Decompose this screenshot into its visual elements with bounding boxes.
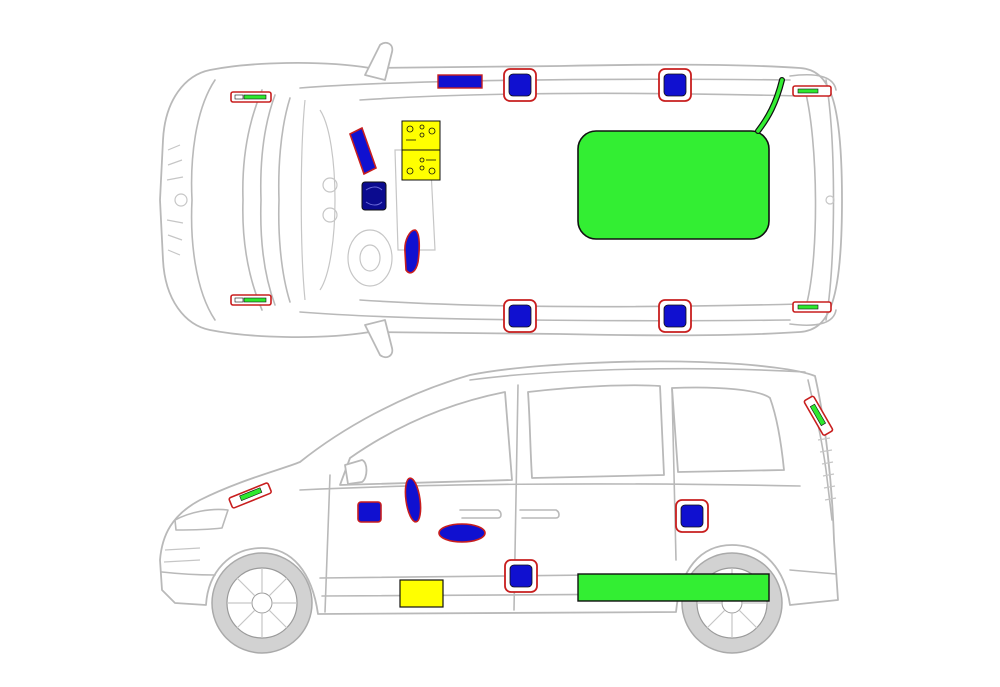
- top-dashboard: [300, 99, 306, 301]
- battery-pack: [577, 573, 770, 602]
- top-view-components: [230, 68, 832, 333]
- top-vent-1: [322, 177, 338, 193]
- sliding-door-handle: [519, 509, 560, 519]
- side-body-outline: [159, 360, 839, 615]
- sliding-door-rear: [671, 387, 677, 561]
- rear-quarter-window: [671, 386, 785, 473]
- front-grille-side: [163, 547, 201, 563]
- belt-line: [299, 483, 801, 491]
- front-door-line: [324, 474, 331, 613]
- door-airbag-sensor: [357, 501, 382, 523]
- top-hood-line: [190, 79, 216, 321]
- seatbelt-pretensioner: [792, 85, 832, 97]
- curtain-airbag-inflator: [503, 299, 537, 333]
- front-door-handle: [459, 509, 502, 519]
- top-windshield: [242, 89, 263, 311]
- seatbelt-pretensioner: [792, 301, 832, 313]
- rear-light-lines: [817, 437, 837, 501]
- top-badge: [174, 193, 188, 207]
- rear-bumper: [789, 569, 837, 575]
- curtain-airbag-inflator: [503, 68, 537, 102]
- top-rear-handle: [825, 195, 835, 205]
- curtain-airbag-inflator: [504, 559, 538, 593]
- rear-wheel: [681, 552, 783, 654]
- top-grille: [166, 144, 184, 256]
- seatbelt-pretensioner: [228, 482, 272, 509]
- curtain-airbag-strip: [437, 74, 483, 89]
- top-dash-curve: [319, 109, 336, 291]
- headlight: [174, 508, 229, 531]
- top-vent-2: [322, 207, 338, 223]
- side-mirror: [344, 459, 368, 485]
- sliding-door-window: [527, 384, 665, 479]
- top-windshield-inner: [260, 94, 276, 306]
- roof-line: [469, 367, 806, 381]
- curtain-airbag-inflator: [658, 299, 692, 333]
- front-door-window: [339, 391, 513, 486]
- curtain-airbag-inflator: [658, 68, 692, 102]
- seatbelt-pretensioner: [230, 91, 272, 103]
- front-wheel: [211, 552, 313, 654]
- top-rear-edge: [804, 89, 817, 311]
- driver-airbag: [361, 181, 387, 211]
- top-spoiler: [789, 74, 837, 326]
- side-view-components: [228, 395, 834, 608]
- front-bumper: [161, 571, 216, 576]
- top-roof-edge-left: [359, 92, 801, 101]
- seatbelt-pretensioner: [803, 395, 834, 436]
- curtain-airbag-inflator: [675, 499, 709, 533]
- top-roof-edge-right: [359, 299, 801, 308]
- control-unit: [401, 120, 441, 181]
- top-windshield-glass: [277, 97, 291, 303]
- passenger-airbag: [349, 126, 377, 176]
- side-airbag: [404, 477, 422, 523]
- top-right-mirror: [364, 319, 394, 359]
- side-view: [159, 360, 839, 654]
- knee-airbag: [438, 523, 486, 543]
- top-left-mirror: [364, 41, 394, 81]
- seatbelt-pretensioner: [230, 294, 272, 306]
- battery-pack: [577, 130, 770, 240]
- rear-light: [807, 379, 833, 521]
- top-steering-hub: [359, 244, 381, 272]
- control-unit: [399, 579, 444, 608]
- top-steering-wheel: [347, 229, 393, 287]
- knee-airbag: [404, 229, 421, 274]
